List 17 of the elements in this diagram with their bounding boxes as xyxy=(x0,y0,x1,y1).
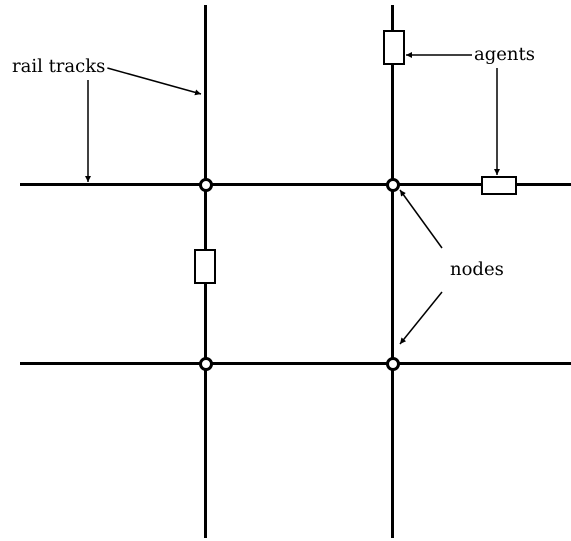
annotation-label: nodes xyxy=(450,259,504,281)
junction-circle xyxy=(199,357,213,371)
annotation-label: agents xyxy=(474,44,535,66)
leader-arrow xyxy=(494,68,500,175)
agent-box xyxy=(383,30,405,65)
leader-arrow xyxy=(85,80,91,182)
junction-circle xyxy=(386,357,400,371)
agent-box xyxy=(481,176,517,195)
leader-arrow xyxy=(399,190,443,248)
rail-track-line xyxy=(20,362,571,365)
annotation-label: rail tracks xyxy=(12,56,106,78)
agent-box xyxy=(194,249,216,284)
junction-circle xyxy=(386,178,400,192)
junction-circle xyxy=(199,178,213,192)
leader-arrow xyxy=(399,292,443,344)
leader-arrow xyxy=(107,67,202,96)
leader-arrow xyxy=(406,52,472,58)
